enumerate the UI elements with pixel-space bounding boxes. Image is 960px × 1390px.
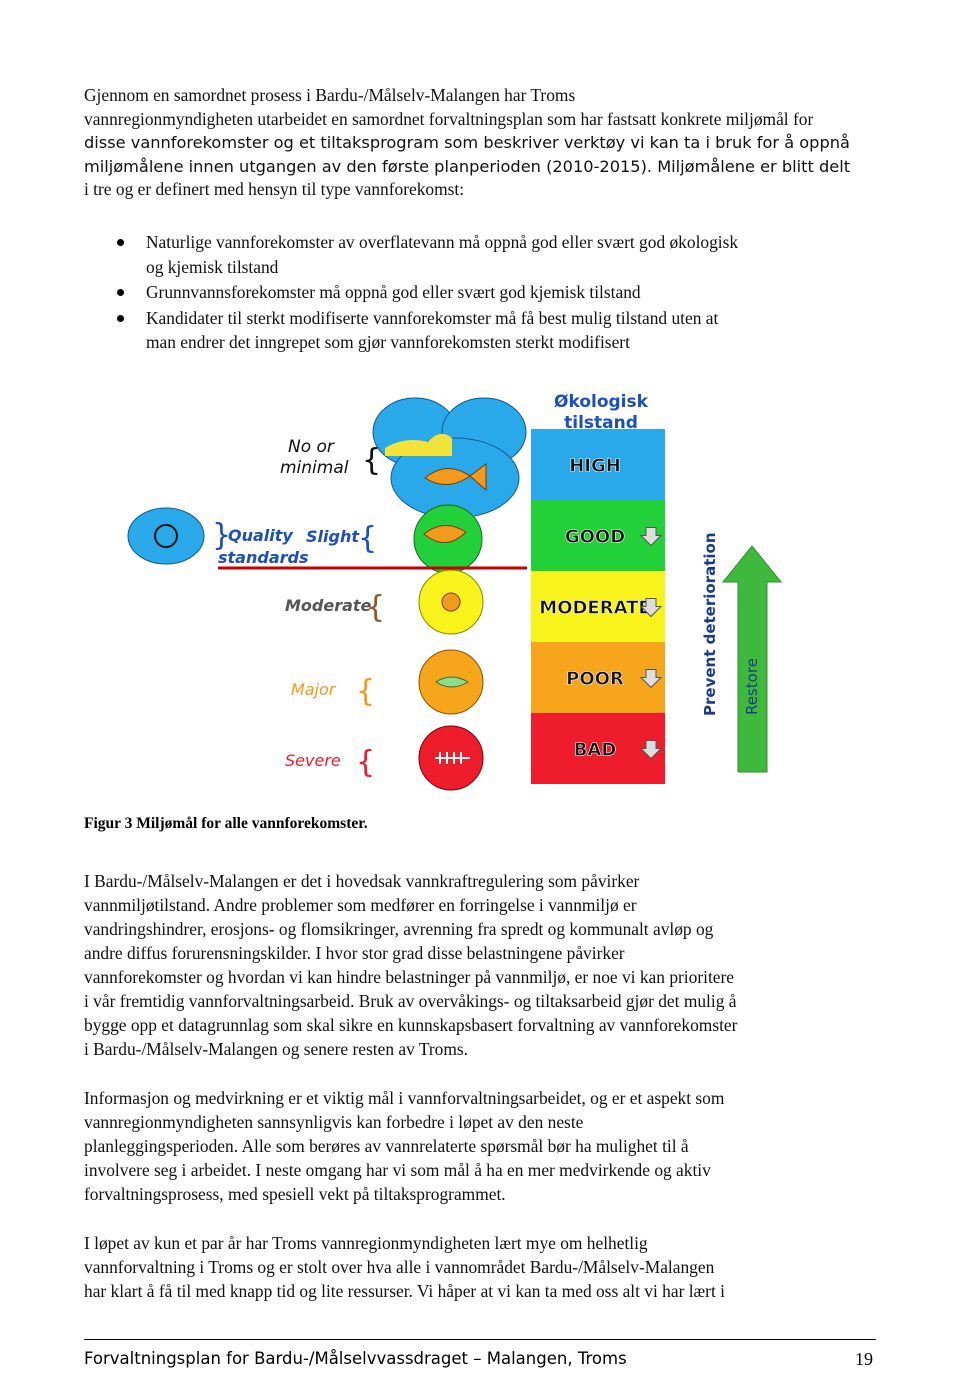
brace-quality: } bbox=[212, 518, 231, 553]
high-status-bubbles bbox=[372, 397, 527, 519]
label-moderate: Moderate bbox=[285, 596, 372, 615]
bubble-chemistry bbox=[127, 507, 205, 565]
paragraph-1: I Bardu-/Målselv-Malangen er det i hoved… bbox=[84, 869, 884, 1061]
fish-skeleton-icon bbox=[435, 752, 470, 764]
status-circles bbox=[413, 504, 484, 791]
bullet-item: Kandidater til sterkt modifiserte vannfo… bbox=[84, 306, 884, 355]
bullet-text-cont: man endrer det inngrepet som gjør vannfo… bbox=[146, 332, 630, 352]
restore-arrow-shape bbox=[721, 545, 783, 773]
paragraph-line: Informasjon og medvirkning er et viktig … bbox=[84, 1088, 725, 1108]
paragraph-line: planleggingsperioden. Alle som berøres a… bbox=[84, 1136, 689, 1156]
sand-shore bbox=[385, 433, 452, 456]
intro-paragraph: Gjennom en samordnet prosess i Bardu-/Må… bbox=[84, 84, 884, 202]
restore-label: Restore bbox=[743, 658, 761, 715]
bullet-item: Grunnvannsforekomster må oppnå god eller… bbox=[84, 280, 884, 305]
paragraph-line: bygge opp et datagrunnlag som skal sikre… bbox=[84, 1015, 738, 1035]
bullet-text: Naturlige vannforekomster av overflateva… bbox=[146, 232, 739, 252]
molecule-icon bbox=[154, 524, 178, 548]
paragraph-line: vannmiljøtilstand. Andre problemer som m… bbox=[84, 895, 637, 915]
class-bar-high bbox=[531, 429, 665, 500]
intro-line: vannregionmyndigheten utarbeidet en samo… bbox=[84, 108, 814, 129]
intro-line: Gjennom en samordnet prosess i Bardu-/Må… bbox=[84, 85, 576, 105]
label-no-minimal-2: minimal bbox=[280, 458, 349, 478]
label-no-minimal-1: No or bbox=[288, 437, 335, 457]
figure-caption: Figur 3 Miljømål for alle vannforekomste… bbox=[84, 815, 368, 832]
brace-moderate: { bbox=[366, 590, 385, 625]
bullet-dot bbox=[117, 289, 124, 296]
label-severe: Severe bbox=[285, 751, 341, 770]
down-arrow-icon bbox=[639, 598, 663, 618]
paragraph-2: Informasjon og medvirkning er et viktig … bbox=[84, 1086, 884, 1206]
page-number: 19 bbox=[855, 1349, 873, 1369]
paragraph-line: vannregionmyndigheten sannsynligvis kan … bbox=[84, 1112, 584, 1132]
intro-line: i tre og er definert med hensyn til type… bbox=[84, 179, 465, 199]
paragraph-line: vannforvaltning i Troms og er stolt over… bbox=[84, 1257, 715, 1277]
brace-severe: { bbox=[356, 745, 375, 780]
paragraph-line: I løpet av kun et par år har Troms vannr… bbox=[84, 1233, 648, 1253]
footer-rule bbox=[84, 1339, 876, 1340]
paragraph-line: vannforekomster og hvordan vi kan hindre… bbox=[84, 967, 735, 987]
class-label-high: HIGH bbox=[569, 456, 621, 477]
prevent-deterioration-label: Prevent deterioration bbox=[701, 532, 719, 716]
down-arrow-icon bbox=[639, 740, 663, 760]
class-bars: HIGH GOOD MODERATE POOR BAD bbox=[531, 429, 665, 784]
fish-moderate-icon bbox=[441, 592, 461, 612]
paragraph-line: har klart å få til med knapp tid og lite… bbox=[84, 1281, 725, 1301]
bullet-text: Kandidater til sterkt modifiserte vannfo… bbox=[146, 307, 719, 328]
restore-arrow: Restore bbox=[721, 545, 783, 773]
fish-tail-icon bbox=[469, 463, 487, 492]
label-major: Major bbox=[291, 680, 337, 699]
fish-poor-icon bbox=[435, 676, 469, 688]
footer-title: Forvaltningsplan for Bardu-/Målselvvassd… bbox=[84, 1349, 627, 1368]
bullet-dot bbox=[117, 239, 124, 246]
brace-major: { bbox=[356, 674, 375, 709]
paragraph-line: andre diffus forurensningskilder. I hvor… bbox=[84, 943, 625, 963]
label-standards: standards bbox=[218, 548, 308, 567]
fish-good-icon bbox=[423, 525, 467, 543]
paragraph-line: forvaltningsprosess, med spesiell vekt p… bbox=[84, 1184, 506, 1204]
class-label-bad: BAD bbox=[574, 740, 617, 761]
brace-high: { bbox=[362, 443, 381, 478]
class-label-poor: POOR bbox=[566, 669, 624, 690]
figure-header-line2: tilstand bbox=[564, 413, 638, 433]
bullet-text-cont: og kjemisk tilstand bbox=[146, 256, 279, 277]
bullet-item: Naturlige vannforekomster av overflateva… bbox=[84, 230, 884, 279]
paragraph-3: I løpet av kun et par år har Troms vannr… bbox=[84, 1231, 884, 1303]
goals-bullet-list: Naturlige vannforekomster av overflateva… bbox=[84, 230, 884, 356]
figure-header-line1: Økologisk bbox=[554, 392, 649, 412]
bullet-text: Grunnvannsforekomster må oppnå god eller… bbox=[146, 282, 641, 302]
intro-line: disse vannforekomster og et tiltaksprogr… bbox=[84, 133, 850, 152]
intro-line: miljømålene innen utgangen av den første… bbox=[84, 156, 851, 176]
down-arrow-icon bbox=[639, 527, 663, 547]
class-label-moderate: MODERATE bbox=[539, 598, 650, 619]
paragraph-line: involvere seg i arbeidet. I neste omgang… bbox=[84, 1160, 711, 1180]
quality-standards-bubble bbox=[127, 507, 205, 565]
label-quality: Quality bbox=[228, 526, 293, 545]
down-arrow-icon bbox=[639, 669, 663, 689]
paragraph-line: I Bardu-/Målselv-Malangen er det i hoved… bbox=[84, 871, 640, 891]
paragraph-line: i Bardu-/Målselv-Malangen og senere rest… bbox=[84, 1039, 468, 1059]
paragraph-line: vandringshindrer, erosjons- og flomsikri… bbox=[84, 919, 714, 939]
class-label-good: GOOD bbox=[565, 527, 625, 548]
bullet-dot bbox=[117, 314, 124, 322]
label-slight: Slight bbox=[306, 527, 360, 546]
paragraph-line: i vår fremtidig vannforvaltningsarbeid. … bbox=[84, 991, 737, 1011]
brace-slight: { bbox=[358, 521, 377, 556]
